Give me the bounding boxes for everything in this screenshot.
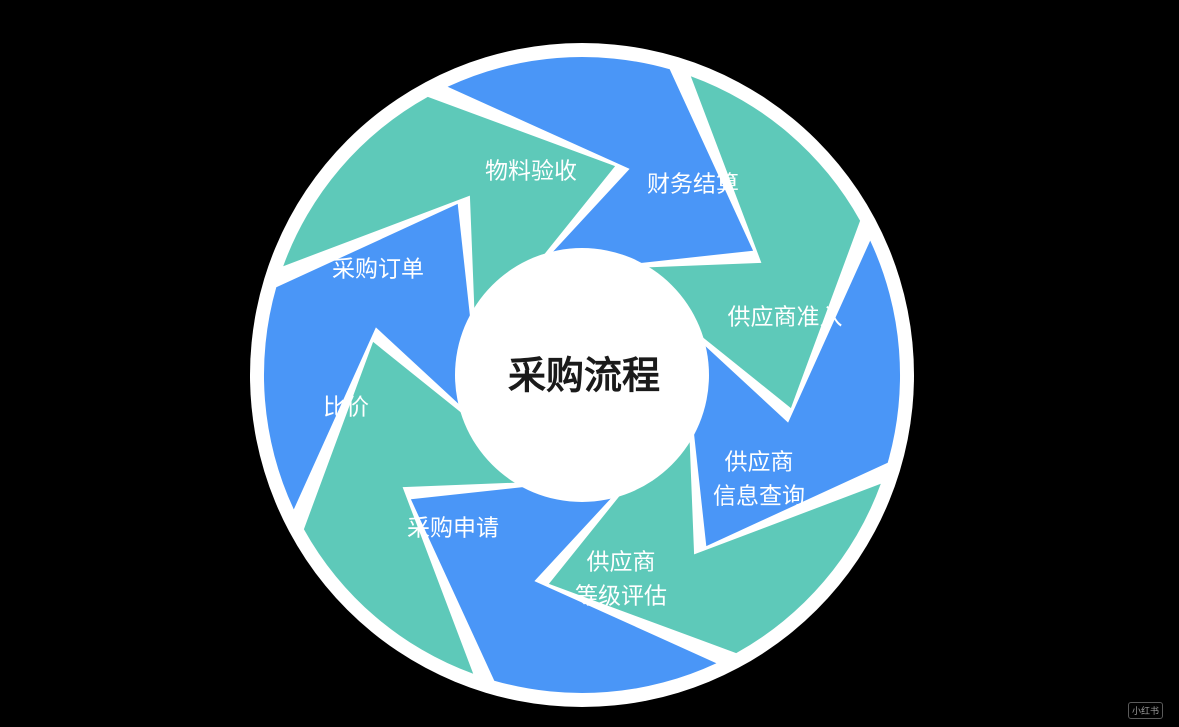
segment-label-8-line-1: 采购订单 (332, 257, 424, 283)
segment-label-3-line-1: 供应商准入 (728, 305, 843, 331)
labels-layer: 物料验收财务结算供应商准入供应商信息查询供应商等级评估采购申请比价采购订单 (323, 159, 843, 610)
segment-label-7-line-1: 比价 (323, 395, 369, 421)
segment-label-5-line-1: 供应商 (587, 550, 656, 576)
segment-label-2-line-1: 财务结算 (647, 172, 739, 198)
segment-4 (548, 371, 881, 654)
segment-6 (303, 341, 586, 674)
segment-7 (263, 203, 511, 510)
segment-5 (410, 446, 717, 694)
segment-1 (447, 56, 754, 304)
center-hub (455, 248, 709, 502)
segment-label-1-line-1: 物料验收 (485, 159, 577, 185)
center-title: 采购流程 (508, 354, 660, 398)
segment-label-6-line-1: 采购申请 (407, 516, 499, 542)
watermark-logo: 小红书 (1127, 702, 1163, 719)
segment-label-4-line-2: 信息查询 (713, 484, 805, 510)
segment-2 (578, 76, 861, 409)
segment-label-4-line-1: 供应商 (725, 450, 794, 476)
segment-3 (653, 240, 901, 547)
segment-8 (283, 96, 616, 379)
segments-layer (263, 56, 901, 694)
segment-label-5-line-2: 等级评估 (575, 584, 667, 610)
